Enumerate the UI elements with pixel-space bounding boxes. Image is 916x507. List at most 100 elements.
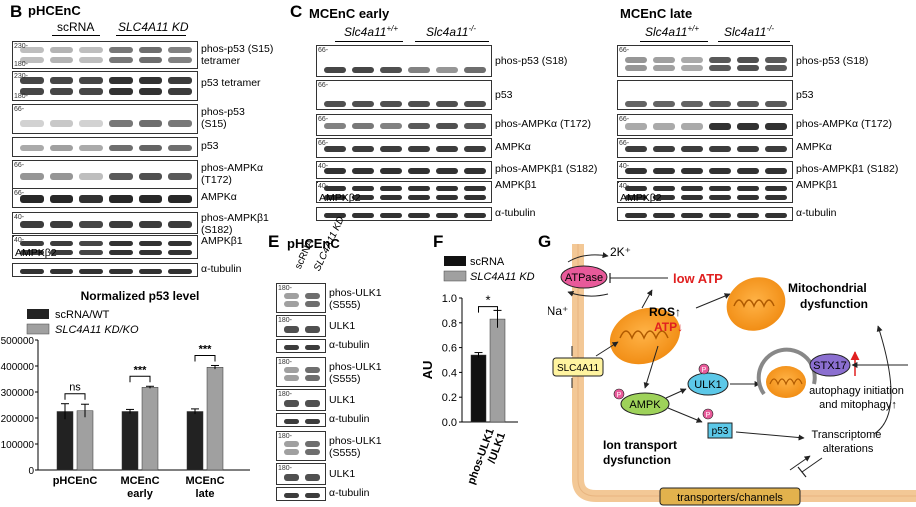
mw-marker: 66- [318, 82, 329, 89]
band [737, 146, 759, 152]
band [284, 293, 299, 299]
band [709, 101, 731, 107]
band [681, 57, 703, 63]
slc4a11-label: SLC4A11 [557, 363, 600, 374]
blot-e-3 [276, 357, 326, 387]
y-tick-label: 0.2 [442, 392, 457, 404]
band [284, 399, 299, 407]
blot-label: α-tubulin [329, 413, 370, 425]
band [765, 65, 787, 71]
band [109, 268, 133, 274]
band [352, 194, 374, 200]
mw-marker: 66- [14, 190, 25, 197]
band [49, 145, 74, 151]
band [380, 67, 402, 73]
blot-b-1 [12, 71, 198, 101]
panel-c-early-wt-line [335, 41, 403, 42]
blot-c-early-3 [316, 138, 492, 158]
wt-gene-late: Slc4a11 [645, 25, 688, 39]
p53-chart-legend: scRNA/WT SLC4A11 KD/KO [26, 309, 139, 336]
band [653, 57, 675, 63]
mw-marker: 66- [14, 162, 25, 169]
band [380, 168, 402, 174]
band [709, 168, 731, 174]
band [709, 194, 731, 200]
panel-label-g: G [538, 232, 552, 251]
band [765, 212, 787, 218]
mito-to-dysfunction-arrow [695, 293, 731, 309]
band [436, 146, 458, 152]
band [109, 240, 133, 246]
band [138, 47, 163, 53]
band [79, 76, 103, 84]
blot-c-late-1 [617, 80, 793, 110]
band [79, 47, 103, 53]
band [138, 195, 163, 203]
band [168, 47, 192, 53]
p53-chart-bars: ns****** [56, 343, 224, 471]
blot-c-early-1 [316, 80, 492, 110]
mw-marker: 180- [14, 93, 29, 100]
band [109, 87, 133, 95]
band [20, 195, 44, 203]
band [765, 168, 787, 174]
band [380, 123, 402, 129]
na-ion-arrow [567, 290, 609, 297]
panel-c-late-wt-line [640, 41, 708, 42]
mw-marker: 66- [318, 116, 329, 123]
bar-1-2 [206, 367, 224, 471]
band [625, 122, 647, 130]
blot-b-6 [12, 212, 198, 234]
blot-b-0 [12, 41, 198, 69]
ampk-label: AMPK [629, 399, 661, 411]
band [681, 194, 703, 200]
p53-phospho-icon [702, 408, 714, 420]
blot-label: AMPKβ1 [495, 179, 537, 191]
band [380, 146, 402, 152]
ulk1-chart-xlabel: phos-ULK1/ULK1 [465, 427, 508, 490]
bar-0-0 [56, 411, 74, 471]
band [324, 212, 346, 218]
band [138, 172, 163, 180]
band [737, 185, 759, 191]
band [109, 57, 133, 63]
mw-marker: 40- [318, 163, 329, 170]
band [464, 185, 486, 191]
band [625, 101, 647, 107]
band [79, 119, 103, 127]
mw-marker: 180- [278, 391, 293, 398]
band [681, 168, 703, 174]
band [324, 194, 346, 200]
blot-c-early-5 [316, 181, 492, 203]
band [305, 301, 320, 307]
band [765, 57, 787, 63]
bar-1-0 [76, 410, 94, 471]
band [765, 146, 787, 152]
band [653, 185, 675, 191]
ion-transport-line1: Ion transport [603, 438, 677, 452]
band [464, 67, 486, 73]
mw-marker: 40- [619, 163, 630, 170]
band [284, 441, 299, 447]
band [49, 195, 74, 203]
band [324, 185, 346, 191]
band [625, 168, 647, 174]
mw-marker: 180- [14, 61, 29, 68]
p53-label: p53 [712, 426, 729, 437]
band [168, 172, 192, 180]
mw-marker: 180- [278, 285, 293, 292]
band [49, 249, 74, 255]
ros-label: ROS↑ [649, 305, 681, 319]
ko-gene-late: Slc4a11 [724, 25, 767, 39]
panel-c-late-group-wt: Slc4a11+/+ [645, 24, 700, 39]
blot-b-8 [12, 235, 14, 237]
band [352, 101, 374, 107]
ampk-node [620, 392, 670, 416]
band [324, 168, 346, 174]
k-ion-label: 2K⁺ [610, 245, 631, 259]
low-atp-label: low ATP [673, 271, 723, 286]
k-ion-arrow [567, 252, 609, 263]
band [168, 249, 192, 255]
band [49, 119, 74, 127]
y-tick-label: 0.6 [442, 343, 457, 355]
